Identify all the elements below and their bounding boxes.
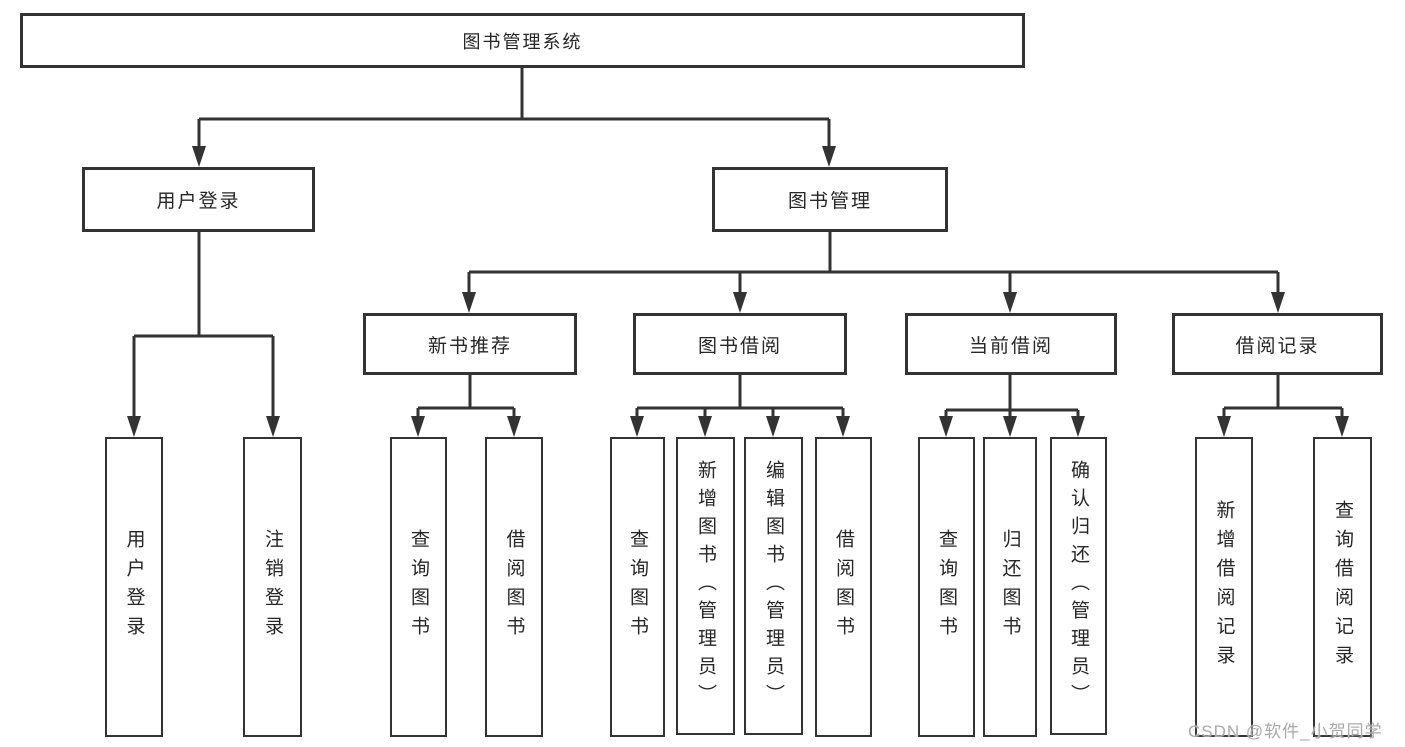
leaf-add-book-admin: 新增图书（管理员） bbox=[676, 437, 735, 735]
arrowheads bbox=[127, 146, 1349, 437]
leaf-return-book: 归还图书 bbox=[983, 437, 1037, 737]
node-new-book-recommend: 新书推荐 bbox=[363, 313, 577, 375]
leaf-user-login: 用户登录 bbox=[105, 437, 163, 737]
leaf-query-borrow-record: 查询借阅记录 bbox=[1313, 437, 1372, 737]
leaf-borrow-books: 借阅图书 bbox=[815, 437, 872, 737]
node-book-borrow: 图书借阅 bbox=[633, 313, 847, 375]
node-current-borrow: 当前借阅 bbox=[905, 313, 1117, 375]
leaf-query-books-recommend: 查询图书 bbox=[390, 437, 447, 737]
leaf-query-books-current: 查询图书 bbox=[918, 437, 975, 737]
node-library-system: 图书管理系统 bbox=[20, 13, 1025, 68]
leaf-add-borrow-record: 新增借阅记录 bbox=[1195, 437, 1253, 737]
node-book-management: 图书管理 bbox=[712, 167, 948, 232]
leaf-edit-book-admin: 编辑图书（管理员） bbox=[744, 437, 803, 735]
csdn-watermark: CSDN @软件_小贺同学 bbox=[1188, 722, 1383, 741]
leaf-query-books-borrow: 查询图书 bbox=[610, 437, 665, 737]
leaf-borrow-books-recommend: 借阅图书 bbox=[485, 437, 543, 737]
node-user-login: 用户登录 bbox=[82, 167, 315, 232]
node-borrow-records: 借阅记录 bbox=[1172, 313, 1383, 375]
leaf-logout: 注销登录 bbox=[243, 437, 302, 737]
leaf-confirm-return-admin: 确认归还（管理员） bbox=[1050, 437, 1107, 735]
